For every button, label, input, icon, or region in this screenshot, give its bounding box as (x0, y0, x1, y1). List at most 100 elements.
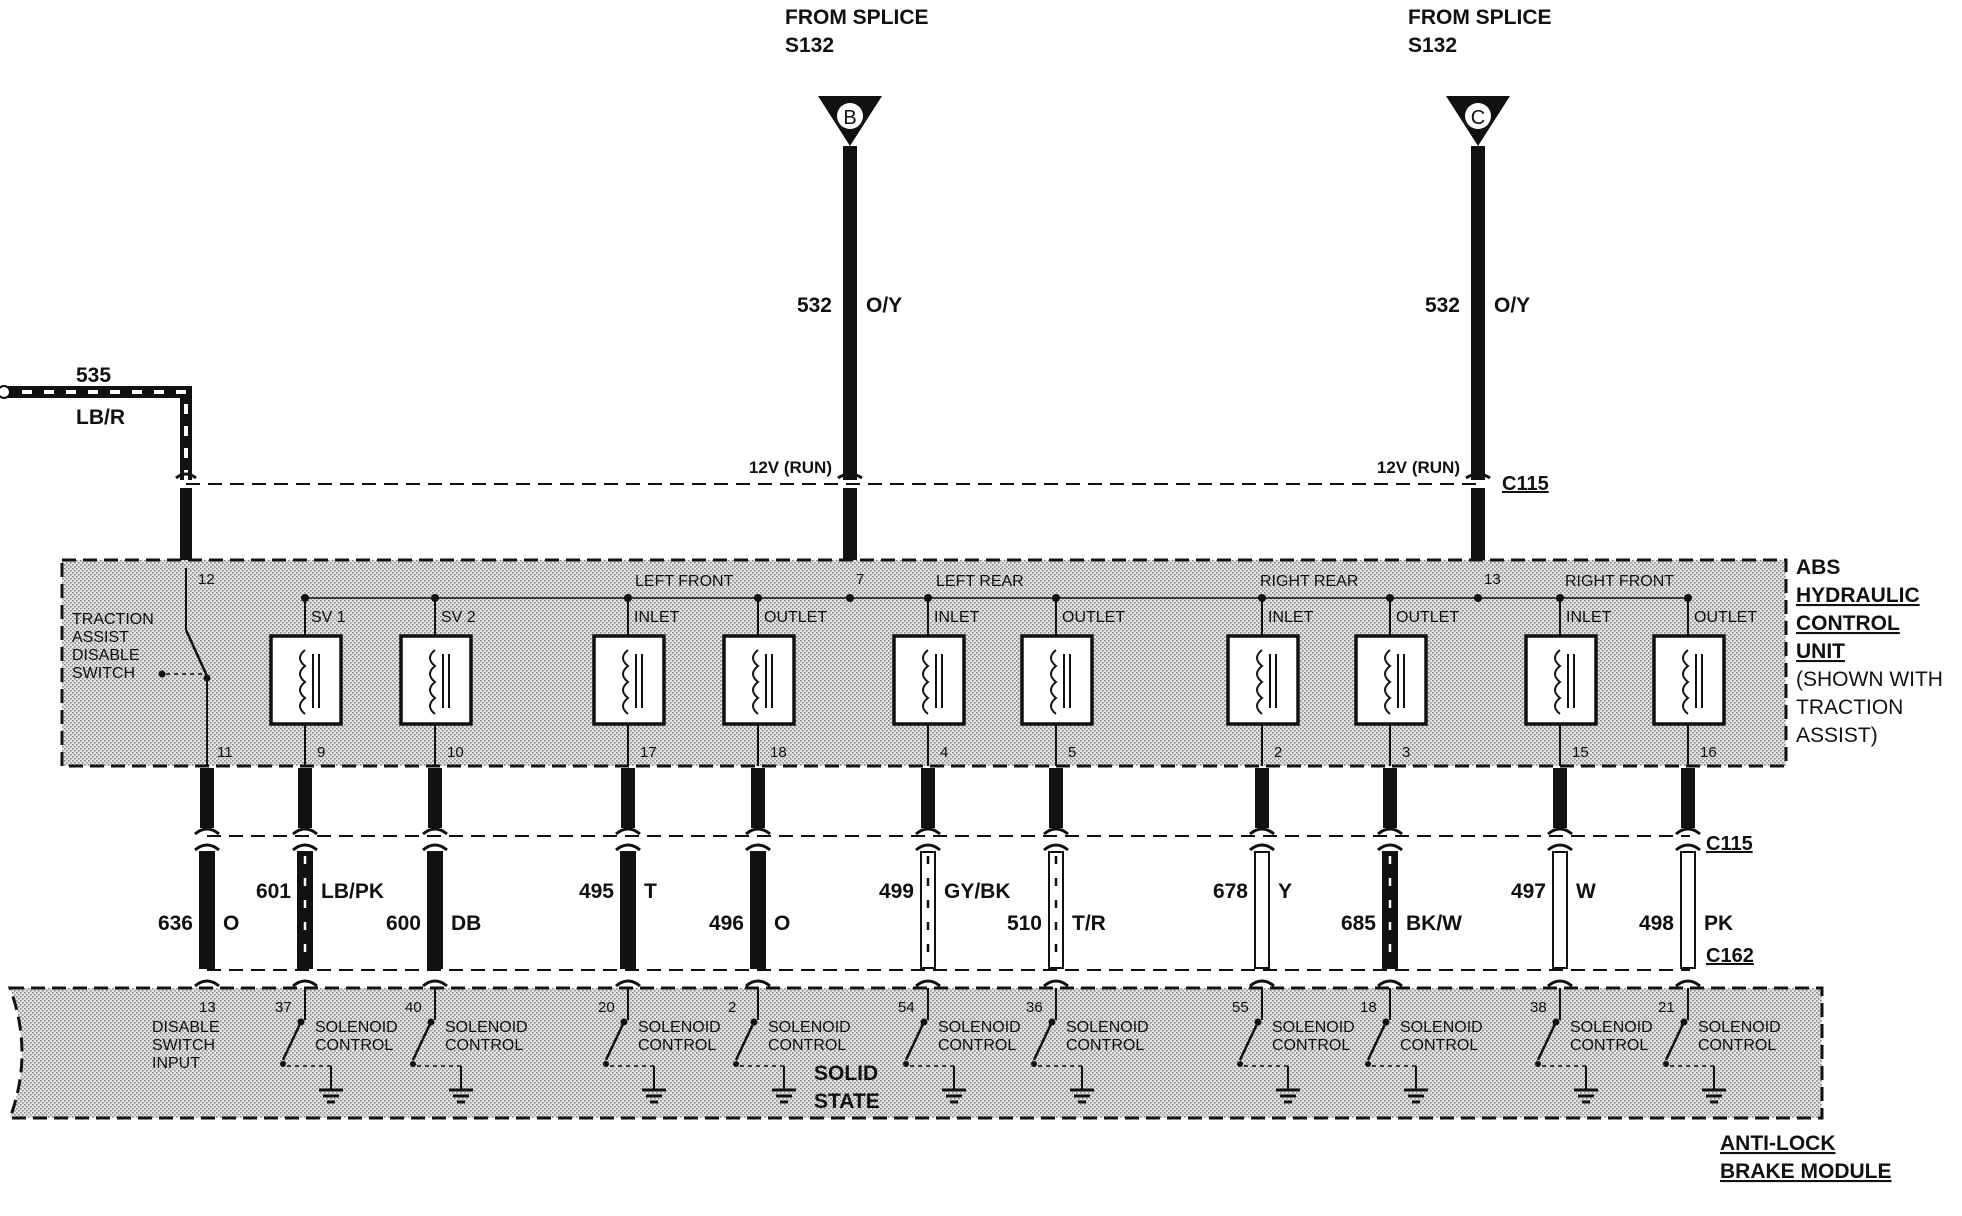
wire-connector-mark (422, 827, 448, 836)
module-disable-input-line2: SWITCH (152, 1037, 215, 1054)
wire-lower-segment (1382, 851, 1398, 969)
coil-icon (1256, 649, 1264, 715)
control-label-line1: SOLENOID (768, 1019, 851, 1036)
control-label-line1: SOLENOID (1570, 1019, 1653, 1036)
wire-535-color: LB/R (76, 406, 125, 429)
abs-top-pin-12: 12 (198, 571, 215, 588)
switch-label-line2: ASSIST (72, 629, 129, 646)
wire-lower-segment (1680, 851, 1696, 969)
wire-connector-mark (1043, 827, 1069, 836)
switch-blade (1366, 1021, 1388, 1061)
control-label-line1: SOLENOID (445, 1019, 528, 1036)
wire-600: 600 DB (386, 768, 481, 969)
solenoid-label: OUTLET (1396, 609, 1459, 626)
wire-circuit-label: 499 (879, 880, 914, 903)
solenoid-box (592, 634, 666, 726)
wire-upper-segment (1383, 768, 1397, 828)
wire-color-label: LB/PK (321, 880, 384, 903)
abs-note-line1: (SHOWN WITH (1796, 668, 1943, 691)
solenoid-box (269, 634, 343, 726)
solenoid-junction (624, 594, 632, 602)
solenoid-junction (1052, 594, 1060, 602)
wire-495: 495 T (579, 768, 657, 969)
solenoid-pin: 16 (1700, 744, 1717, 761)
wire-535-end-icon (0, 385, 11, 399)
coil-icon (1050, 649, 1058, 715)
module-pin-label: 13 (199, 999, 216, 1016)
wire-connector-mark (615, 827, 641, 836)
control-label-line1: SOLENOID (938, 1019, 1021, 1036)
connector-c115-upper: C115 (175, 472, 1549, 495)
solenoid-pin: 5 (1068, 744, 1076, 761)
wire-532-b (843, 146, 857, 480)
solenoid-pin: 2 (1274, 744, 1282, 761)
splice-c-from-label: FROM SPLICE (1408, 6, 1552, 29)
wire-connector-mark (1249, 843, 1275, 852)
splice-c-letter: C (1471, 107, 1485, 129)
switch-contact (280, 1061, 286, 1067)
control-label-line2: CONTROL (1066, 1037, 1144, 1054)
splice-b-voltage: 12V (RUN) (749, 458, 832, 477)
abs-title-line3: CONTROL (1796, 612, 1900, 635)
wire-connector-mark (1547, 843, 1573, 852)
solenoid-label: OUTLET (1062, 609, 1125, 626)
switch-contact (603, 1061, 609, 1067)
module-pin-label: 36 (1026, 999, 1043, 1016)
wire-connector-mark (1043, 843, 1069, 852)
solenoid-pin: 4 (940, 744, 948, 761)
module-title-line2: BRAKE MODULE (1720, 1160, 1892, 1183)
wire-circuit-label: 685 (1341, 912, 1376, 935)
terminal-mark (194, 979, 220, 988)
wire-upper-segment (1049, 768, 1063, 828)
splice-c: FROM SPLICE S132 C 532 O/Y 12V (RUN) (1377, 6, 1552, 568)
switch-contact (1535, 1061, 1541, 1067)
abs-title-line2: HYDRAULIC (1796, 584, 1920, 607)
module-title-line1: ANTI-LOCK (1720, 1132, 1835, 1155)
wire-color-label: DB (451, 912, 481, 935)
abs-note-line2: TRACTION (1796, 696, 1903, 719)
wire-color-label: T (644, 880, 657, 903)
wire-circuit-label: 510 (1007, 912, 1042, 935)
wire-connector-mark (1675, 843, 1701, 852)
wire-color-label: BK/W (1406, 912, 1462, 935)
wire-circuit-label: 495 (579, 880, 614, 903)
wire-connector-mark (745, 843, 771, 852)
coil-icon (922, 649, 930, 715)
control-label-line1: SOLENOID (638, 1019, 721, 1036)
terminal-mark (615, 979, 641, 988)
wire-532-b-circuit: 532 (797, 294, 832, 317)
wire-connector-mark (1249, 827, 1275, 836)
module-pin-label: 38 (1530, 999, 1547, 1016)
control-label-line2: CONTROL (768, 1037, 846, 1054)
abs-top-pin-7: 7 (856, 571, 864, 588)
wire-connector-mark (1377, 827, 1403, 836)
switch-blade (604, 1021, 626, 1061)
switch-blade (281, 1021, 303, 1061)
terminal-mark (1675, 979, 1701, 988)
wire-lower-segment (620, 851, 636, 969)
abs-note-line3: ASSIST) (1796, 724, 1878, 747)
module-pin-label: 20 (598, 999, 615, 1016)
module-terminal-13: 13 (194, 979, 220, 1016)
solenoid-label: INLET (1566, 609, 1612, 626)
wire-532-b-color: O/Y (866, 294, 902, 317)
wire-connector-mark (194, 827, 220, 836)
wire-lower-segment (199, 851, 215, 969)
abs-title-line1: ABS (1796, 556, 1840, 579)
wire-circuit-label: 600 (386, 912, 421, 935)
solenoid-valve-9: INLET 15 (1524, 594, 1612, 766)
terminal-mark (1043, 979, 1069, 988)
solenoid-pin: 15 (1572, 744, 1589, 761)
solenoid-pin: 3 (1402, 744, 1410, 761)
